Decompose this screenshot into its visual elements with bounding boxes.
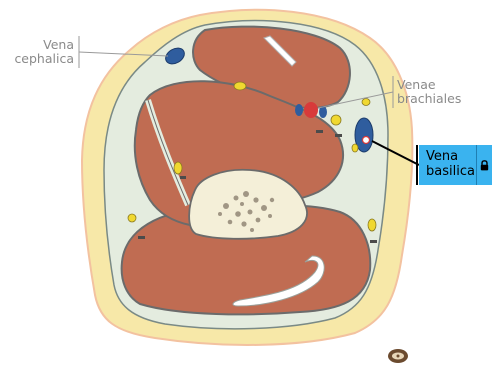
label-brachiales-line1: Venae bbox=[397, 78, 492, 92]
label-brachiales-line2: brachiales bbox=[397, 92, 492, 106]
label-vena-cephalica: Vena cephalica bbox=[0, 38, 74, 66]
posterior-nerve bbox=[368, 219, 376, 231]
cutaneous-nerve-medial bbox=[362, 99, 370, 106]
label-cephalica-line1: Vena bbox=[0, 38, 74, 52]
callout-vena-basilica[interactable]: Vena basilica bbox=[419, 145, 492, 185]
cutaneous-nerve-lateral bbox=[128, 214, 136, 222]
small-vessel-4 bbox=[316, 130, 323, 133]
label-venae-brachiales: Venae brachiales bbox=[397, 78, 492, 106]
small-vessel-3 bbox=[370, 240, 377, 243]
small-vessel-5 bbox=[335, 134, 342, 137]
median-nerve bbox=[331, 115, 341, 125]
brachial-vein-left bbox=[295, 104, 303, 116]
kenhub-logo-icon bbox=[388, 349, 408, 363]
label-cephalica-line2: cephalica bbox=[0, 52, 74, 66]
ulnar-nerve bbox=[352, 144, 358, 152]
basilic-vein-marker bbox=[363, 137, 370, 144]
small-vessel-1 bbox=[180, 176, 186, 179]
radial-nerve bbox=[174, 162, 182, 174]
musculocutaneous-nerve bbox=[234, 82, 246, 90]
brachial-artery bbox=[304, 102, 318, 118]
lock-icon[interactable] bbox=[476, 145, 492, 185]
small-vessel-2 bbox=[138, 236, 145, 239]
